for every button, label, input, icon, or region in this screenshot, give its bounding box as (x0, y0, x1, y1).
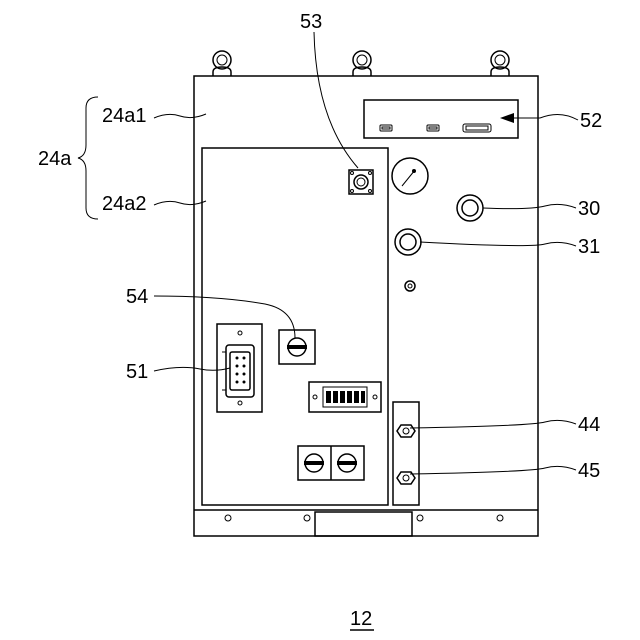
eye-bolt-middle (353, 51, 371, 76)
label-51: 51 (126, 361, 148, 383)
figure-number: 12 (350, 608, 372, 630)
label-53: 53 (300, 11, 322, 33)
label-54: 54 (126, 286, 148, 308)
label-24a2: 24a2 (102, 193, 147, 215)
fitting-31 (395, 229, 421, 255)
housing-outline (194, 76, 538, 536)
multi-pin-connector-51 (217, 324, 262, 412)
dip-switch-block (309, 382, 381, 412)
label-44: 44 (578, 414, 600, 436)
fitting-30 (457, 195, 483, 221)
eye-bolt-right (491, 51, 509, 76)
small-indicator (405, 281, 415, 291)
label-31: 31 (578, 236, 600, 258)
eye-bolt-left (213, 51, 231, 76)
label-45: 45 (578, 460, 600, 482)
port-plate-52 (364, 100, 518, 138)
dual-rotary-switches (298, 446, 364, 480)
fitting-column (393, 402, 419, 505)
rotary-switch-54 (279, 330, 315, 364)
connector-53 (349, 170, 373, 194)
base-plate (194, 510, 538, 536)
pressure-gauge (392, 158, 428, 194)
fitting-44 (397, 425, 415, 437)
label-24a1: 24a1 (102, 105, 147, 127)
label-52: 52 (580, 110, 602, 132)
inner-panel (202, 148, 388, 505)
brace-24a (78, 97, 98, 219)
label-24a: 24a (38, 148, 72, 170)
label-30: 30 (578, 198, 600, 220)
lifting-eyes (213, 51, 509, 76)
